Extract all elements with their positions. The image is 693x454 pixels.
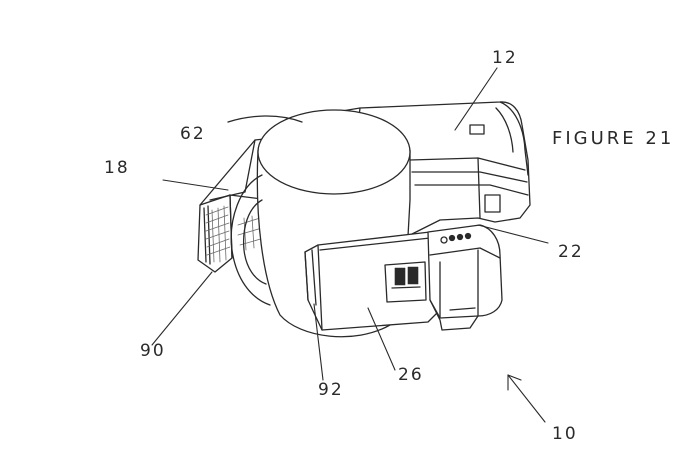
right-module-22 [427,224,503,331]
hatched-face-90 [205,205,265,263]
label-10: 10 [552,424,578,444]
label-12: 12 [492,48,518,68]
label-26: 26 [398,365,424,385]
top-curve-62 [227,115,303,123]
label-90: 90 [140,341,166,361]
leader-lines [151,67,549,423]
label-62: 62 [180,124,206,144]
label-92: 92 [318,380,344,400]
label-18: 18 [104,158,130,178]
figure-title: FIGURE 21 [552,128,675,149]
front-cartridge-26 [304,231,441,331]
label-22: 22 [558,242,584,262]
